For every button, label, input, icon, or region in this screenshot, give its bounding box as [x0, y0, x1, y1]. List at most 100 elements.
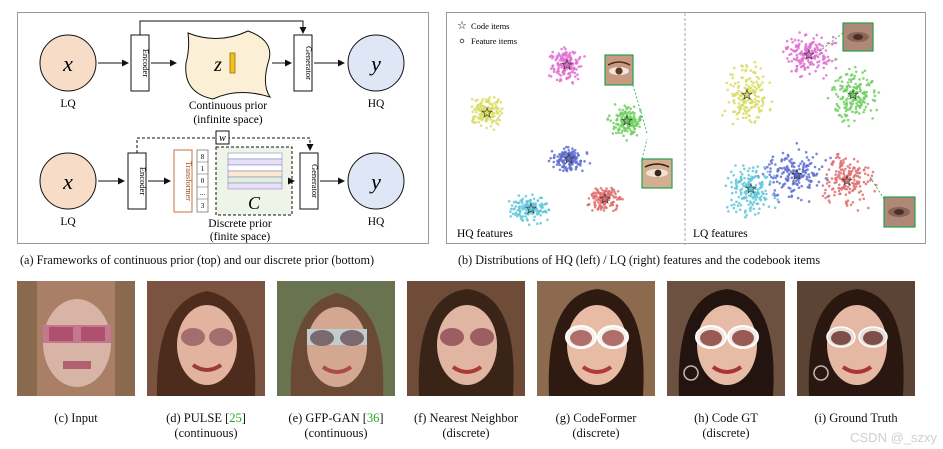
feature-dot [773, 206, 777, 210]
feature-dot [854, 82, 857, 86]
feature-dot [620, 121, 624, 125]
feature-dot [810, 180, 813, 183]
feature-dot [568, 157, 571, 160]
feature-dot [730, 181, 733, 184]
feature-dot [593, 203, 596, 206]
legend-code-items: Code items [471, 21, 509, 31]
feature-dot [568, 163, 571, 166]
feature-dot [628, 110, 631, 113]
feature-dot [474, 115, 477, 118]
feature-dot [828, 180, 831, 184]
feature-dot [834, 173, 837, 176]
feature-dot [630, 112, 633, 115]
feature-dot [776, 170, 779, 173]
feature-dot [838, 192, 841, 196]
feature-dot [756, 83, 760, 86]
index-3: ... [200, 189, 206, 197]
feature-dot [853, 119, 856, 123]
feature-dot [842, 172, 845, 175]
photo-ground-truth [797, 281, 915, 396]
feature-dot [583, 160, 586, 163]
feature-dot [863, 108, 866, 111]
feature-dot [732, 93, 736, 96]
feature-dot [632, 105, 636, 108]
feature-dot [561, 64, 565, 67]
feature-dot [562, 169, 565, 172]
feature-dot [611, 132, 615, 135]
feature-dot [830, 88, 834, 91]
feature-dot [858, 86, 862, 90]
feature-dot [862, 180, 866, 184]
feature-dot [829, 156, 832, 160]
feature-dot [850, 105, 853, 109]
feature-dot [603, 190, 607, 193]
feature-dot [548, 74, 551, 77]
feature-dot [853, 178, 856, 182]
feature-dot [838, 113, 842, 117]
feature-dot [612, 209, 615, 213]
feature-dot [747, 173, 751, 177]
feature-dot [740, 187, 744, 191]
feature-dot [770, 161, 773, 165]
feature-dot [857, 180, 861, 184]
feature-dot [790, 37, 793, 41]
feature-dot [547, 208, 550, 212]
code-item-star: ★ [599, 191, 611, 206]
feature-dot [873, 89, 876, 92]
feature-dot [587, 202, 591, 206]
feature-dot [832, 161, 835, 164]
feature-dot [518, 212, 521, 215]
feature-dot [790, 69, 793, 73]
feature-dot [755, 80, 759, 84]
feature-dot [851, 188, 855, 192]
feature-dot [751, 169, 755, 173]
feature-dot [758, 181, 761, 185]
legend-star-icon: ☆ [457, 20, 467, 32]
feature-dot [782, 50, 785, 53]
code-item-star: ★ [841, 173, 853, 188]
feature-dot [809, 161, 813, 165]
feature-dot [741, 116, 745, 120]
feature-dot [745, 214, 748, 217]
feature-dot [787, 60, 790, 63]
feature-dot [803, 56, 806, 60]
feature-dot [739, 98, 742, 102]
codebook-table [227, 152, 283, 190]
feature-dot [562, 161, 565, 164]
feature-dot [558, 59, 562, 62]
feature-dot [553, 153, 556, 157]
continuous-prior-sub: (infinite space) [193, 114, 262, 126]
feature-dot [470, 105, 474, 108]
feature-dot [521, 202, 524, 205]
feature-dot [487, 106, 490, 110]
feature-dot [576, 152, 579, 155]
feature-dot [555, 78, 559, 82]
feature-dot [753, 192, 756, 196]
feature-dot [817, 64, 820, 67]
feature-dot [765, 192, 768, 196]
feature-dot [725, 81, 729, 85]
feature-dot [749, 97, 752, 101]
feature-dot [557, 54, 560, 57]
feature-dot [486, 116, 489, 119]
feature-dot [741, 65, 745, 68]
feature-dot [742, 97, 746, 101]
feature-dot [831, 163, 834, 166]
feature-dot [585, 152, 589, 155]
feature-dot [860, 104, 863, 107]
feature-dot [731, 76, 734, 80]
feature-dot [757, 211, 760, 215]
feature-dot [564, 59, 568, 63]
feature-dot [795, 48, 799, 52]
feature-dot [806, 66, 809, 69]
feature-dot [792, 57, 796, 61]
feature-dot [808, 183, 811, 186]
feature-dot [796, 177, 799, 180]
feature-dot [486, 118, 489, 122]
feature-dot [552, 165, 555, 169]
feature-dot [748, 119, 751, 122]
feature-dot [559, 74, 563, 77]
feature-dot [489, 116, 492, 119]
generator-block-bottom [299, 152, 319, 210]
feature-dot [741, 76, 744, 79]
